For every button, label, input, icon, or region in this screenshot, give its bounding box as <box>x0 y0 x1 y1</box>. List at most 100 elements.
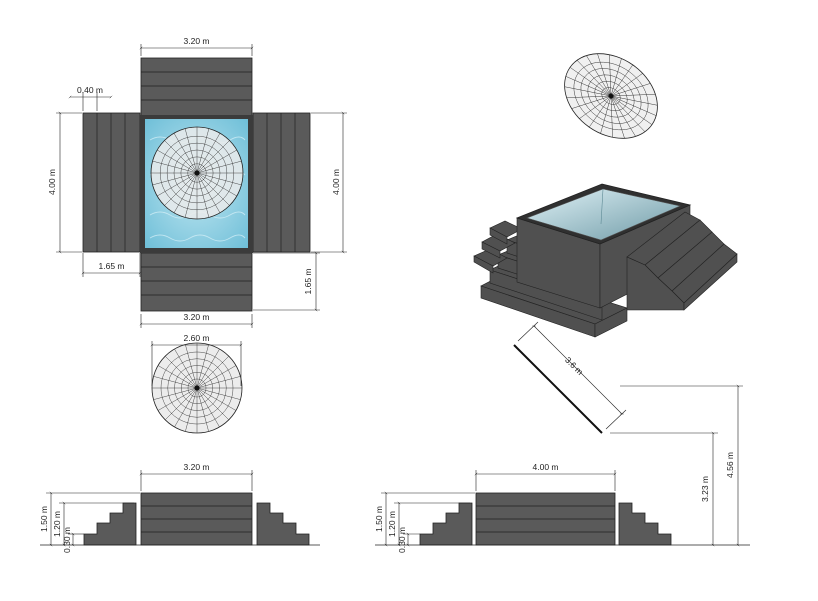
umbrella-rib <box>153 376 198 389</box>
dim-elev-long-width-label: 4.00 m <box>533 462 559 472</box>
umbrella-rib <box>610 95 625 139</box>
umbrella-rib <box>174 387 198 428</box>
dim-pole-length: 3.6 m <box>517 321 627 430</box>
umbrella-rib <box>196 172 237 197</box>
umbrella-rib <box>196 172 221 213</box>
umbrella-hub <box>194 170 200 176</box>
dim-elev-short-mid-label: 1.20 m <box>52 511 62 537</box>
umbrella-rib <box>610 64 633 97</box>
dim-bottom-width: 3.20 m <box>139 312 254 328</box>
umbrella-rib <box>196 160 242 174</box>
dim-step-depth-vertical-label: 1.65 m <box>303 269 313 295</box>
umbrella-rib <box>196 365 237 389</box>
umbrella-rib <box>586 55 612 97</box>
dim-elev-long-mid-label: 1.20 m <box>387 511 397 537</box>
dim-total-height: 4.56 m <box>620 384 743 547</box>
umbrella-rib <box>196 387 241 400</box>
umbrella-rib <box>184 172 198 218</box>
dim-plank-width: 0.40 m <box>68 85 113 111</box>
elevation-long: 4.00 m 1.50 m 1.20 m 0.30 m <box>374 462 750 553</box>
perspective-stairs-left <box>473 220 523 274</box>
umbrella-rib <box>196 172 242 186</box>
elevation-long-body <box>375 492 750 546</box>
dim-umbrella-diameter-label: 2.60 m <box>184 333 210 343</box>
umbrella-rib <box>569 67 612 97</box>
dim-elev-short-width-label: 3.20 m <box>184 462 210 472</box>
umbrella-rib <box>196 149 237 174</box>
dim-plank-width-label: 0.40 m <box>77 85 103 95</box>
elevation-short-body <box>40 492 320 546</box>
umbrella-rib <box>196 140 230 174</box>
dim-elev-long-heights: 1.50 m 1.20 m 0.30 m <box>374 491 475 553</box>
dim-pole-base-height: 3.23 m <box>610 431 718 547</box>
perspective-stairs-right <box>626 211 738 311</box>
umbrella-rib <box>610 95 613 138</box>
umbrella-rib <box>184 128 198 174</box>
dim-elev-short-step-label: 0.30 m <box>62 527 72 553</box>
dim-top-width-label: 3.20 m <box>184 36 210 46</box>
perspective-view: 3.6 m 3.23 m 4.56 m <box>473 53 743 547</box>
umbrella-rib <box>589 95 612 128</box>
dim-left-height: 4.00 m <box>47 111 82 254</box>
umbrella-rib <box>196 133 221 174</box>
dim-right-height: 4.00 m <box>311 111 347 254</box>
dim-total-height-label: 4.56 m <box>725 452 735 478</box>
dim-step-depth-horizontal: 1.65 m <box>81 253 142 277</box>
umbrella-rib <box>165 356 198 389</box>
umbrella-rib <box>157 172 198 197</box>
umbrella-rib <box>196 128 210 174</box>
umbrella-rib <box>610 95 657 116</box>
umbrella-rib <box>173 133 198 174</box>
umbrella-rib <box>153 387 198 400</box>
umbrella-rib <box>165 387 198 420</box>
dim-top-width: 3.20 m <box>139 36 254 56</box>
bottom-deck <box>140 252 253 312</box>
umbrella-rib <box>565 76 612 97</box>
umbrella-rib <box>566 95 612 98</box>
umbrella-rib <box>196 172 210 218</box>
umbrella-rib <box>164 172 198 206</box>
plan-view: 3.20 m 0.40 m 4.00 m 4.00 m 1.65 m <box>47 36 347 328</box>
umbrella-perspective <box>564 53 658 139</box>
umbrella-hub <box>608 93 614 99</box>
elevation-short: 3.20 m 1.50 m 1.20 m 0.30 m <box>39 462 320 553</box>
umbrella-rib <box>185 387 198 432</box>
dim-elev-long-step-label: 0.30 m <box>397 527 407 553</box>
umbrella-rib <box>196 376 241 389</box>
umbrella-rib <box>196 387 220 428</box>
umbrella-hub <box>194 385 200 391</box>
dim-elev-short-heights: 1.50 m 1.20 m 0.30 m <box>39 491 140 553</box>
umbrella-rib <box>610 95 646 132</box>
perspective-pole <box>513 344 603 434</box>
umbrella-rib <box>610 95 658 106</box>
umbrella-rib <box>610 73 643 97</box>
umbrella-plan-symbol <box>150 126 244 220</box>
umbrella-rib <box>600 95 612 134</box>
umbrella-rib <box>196 344 209 389</box>
umbrella-rib <box>196 387 229 420</box>
dim-elev-short-total-label: 1.50 m <box>39 506 49 532</box>
left-deck <box>82 112 141 253</box>
umbrella-rib <box>196 356 229 389</box>
umbrella-rib <box>185 344 198 389</box>
right-deck <box>252 112 311 253</box>
umbrella-rib <box>609 54 612 97</box>
umbrella-rib <box>196 348 220 389</box>
dim-step-depth-horizontal-label: 1.65 m <box>99 261 125 271</box>
umbrella-rib <box>157 387 198 411</box>
dim-elev-long-width: 4.00 m <box>474 462 617 491</box>
umbrella-canopy <box>151 342 243 434</box>
umbrella-rib <box>157 365 198 389</box>
umbrella-rib <box>152 172 198 186</box>
umbrella-rib <box>610 83 651 97</box>
umbrella-rib <box>610 95 636 137</box>
dim-bottom-width-label: 3.20 m <box>184 312 210 322</box>
umbrella-plan: 2.60 m <box>150 333 243 434</box>
umbrella-rib <box>579 95 612 119</box>
umbrella-rib <box>576 60 612 97</box>
umbrella-rib <box>174 348 198 389</box>
umbrella-rib <box>597 53 612 97</box>
umbrella-rib <box>196 387 237 411</box>
umbrella-rib <box>564 86 612 97</box>
